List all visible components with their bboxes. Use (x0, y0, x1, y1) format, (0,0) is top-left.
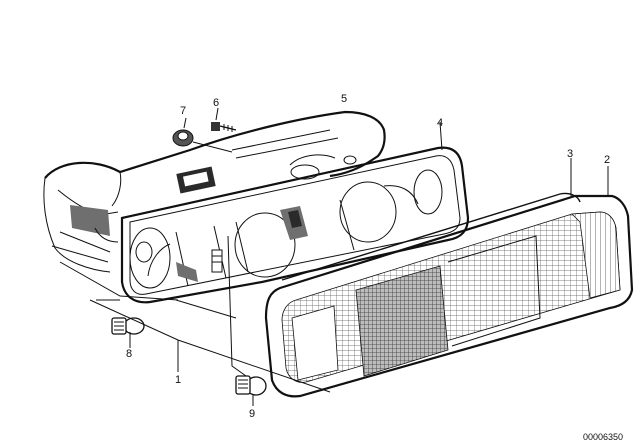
callout-8: 8 (126, 348, 132, 360)
callout-5: 5 (341, 93, 347, 105)
callout-2: 2 (604, 154, 610, 166)
screw-part-6 (211, 122, 237, 132)
callout-3: 3 (567, 148, 573, 160)
leader-lines (59, 107, 609, 406)
bulb-part-8 (111, 317, 145, 335)
diagram-code: 00006350 (583, 432, 623, 442)
bulb-part-9 (235, 375, 267, 396)
callout-1: 1 (175, 374, 181, 386)
callout-9: 9 (249, 408, 255, 420)
grommet-part-7 (172, 129, 233, 153)
housing-part-5 (43, 110, 386, 273)
callout-7: 7 (180, 105, 186, 117)
callout-6: 6 (213, 97, 219, 109)
bulb-carrier-part-4 (120, 146, 470, 304)
lens-part-2 (264, 194, 634, 398)
callout-4: 4 (437, 117, 443, 129)
